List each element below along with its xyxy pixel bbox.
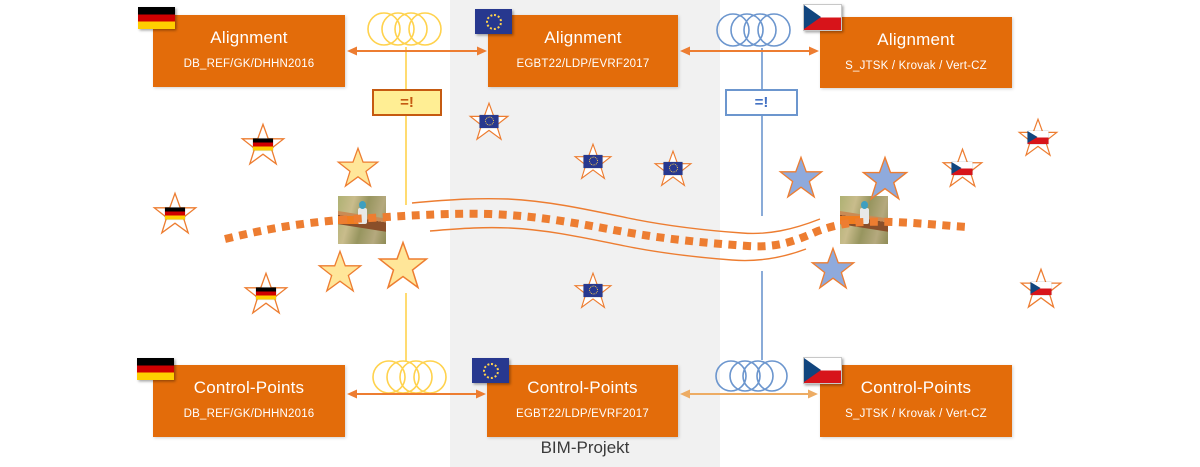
cz-mini-flag-icon [1027,131,1049,145]
bim-project-label: BIM-Projekt [540,438,630,457]
survey-prism-icon [358,201,367,224]
eu-mini-flag-icon [583,284,603,298]
star-icon-eu [468,101,510,141]
equality-badge-yellow: =! [372,89,442,116]
star-icon-blue [861,155,909,201]
de-mini-flag-icon [253,138,273,151]
equality-label: =! [400,94,414,111]
germany-flag-icon [137,358,174,380]
box-title: Control-Points [527,378,638,397]
eu-mini-flag-icon [663,162,683,176]
star-icon-eu [573,142,613,180]
box-subtitle: DB_REF/GK/DHHN2016 [183,58,315,70]
arrow-alignment-de-eu [347,46,487,56]
star-icon-de [240,122,286,166]
box-title: Alignment [544,28,622,47]
star-icon-de [152,191,198,235]
box-title: Control-Points [193,378,305,397]
czech-flag-icon [803,357,842,384]
arrow-controlpoints-de-eu [347,389,486,399]
star-icon-eu [573,271,613,309]
czech-flag-icon [803,4,842,31]
arrow-controlpoints-eu-cz [680,389,818,399]
orange-bar [840,216,866,224]
star-icon-cz [940,147,984,189]
equality-label: =! [754,94,769,111]
orange-bar [338,216,364,224]
railway-alignment-dashed-track [224,209,969,251]
box-subtitle: S_JTSK / Krovak / Vert-CZ [845,60,987,72]
box-alignment-cz: Alignment S_JTSK / Krovak / Vert-CZ [820,17,1012,88]
equality-badge-blue: =! [725,89,798,116]
star-icon-de [243,271,289,315]
star-icon-blue [778,155,824,199]
box-title: Alignment [877,30,955,49]
cz-mini-flag-icon [951,162,973,176]
eu-mini-flag-icon [479,115,499,129]
chain-link-icon-blue-bottom [715,360,788,392]
star-icon-blue [810,246,856,290]
box-subtitle: EGBT22/LDP/EVRF2017 [516,408,649,420]
star-icon-yellow [336,146,380,188]
eu-flag-icon [472,358,509,383]
star-icon-yellow [317,249,363,293]
star-icon-cz [1019,267,1063,309]
track-corridor-lower-line [429,226,807,262]
box-alignment-de: Alignment DB_REF/GK/DHHN2016 [153,15,345,87]
de-mini-flag-icon [256,287,276,300]
box-controlpoints-cz: Control-Points S_JTSK / Krovak / Vert-CZ [820,365,1012,437]
box-subtitle: S_JTSK / Krovak / Vert-CZ [845,408,987,420]
de-mini-flag-icon [165,207,185,220]
box-subtitle: DB_REF/GK/DHHN2016 [183,408,315,420]
star-icon-yellow [377,240,429,290]
eu-flag-icon [475,9,512,34]
eu-mini-flag-icon [583,155,603,169]
chain-link-icon-yellow-top [367,12,442,46]
box-title: Control-Points [860,378,972,397]
box-subtitle: EGBT22/LDP/EVRF2017 [516,58,650,70]
box-controlpoints-de: Control-Points DB_REF/GK/DHHN2016 [153,365,345,437]
box-alignment-eu: Alignment EGBT22/LDP/EVRF2017 [488,15,678,87]
germany-flag-icon [138,7,175,29]
cz-mini-flag-icon [1030,282,1052,296]
survey-prism-icon [860,201,869,224]
box-controlpoints-eu: Control-Points EGBT22/LDP/EVRF2017 [487,365,678,437]
box-title: Alignment [210,28,288,47]
rail-survey-photo-right [840,196,888,244]
chain-link-icon-blue-top [716,13,791,47]
rail-survey-photo-left [338,196,386,244]
arrow-alignment-eu-cz [680,46,819,56]
star-icon-cz [1017,117,1059,157]
chain-link-icon-yellow-bottom [372,360,447,394]
track-corridor-upper-line [411,197,821,235]
star-icon-eu [653,149,693,187]
